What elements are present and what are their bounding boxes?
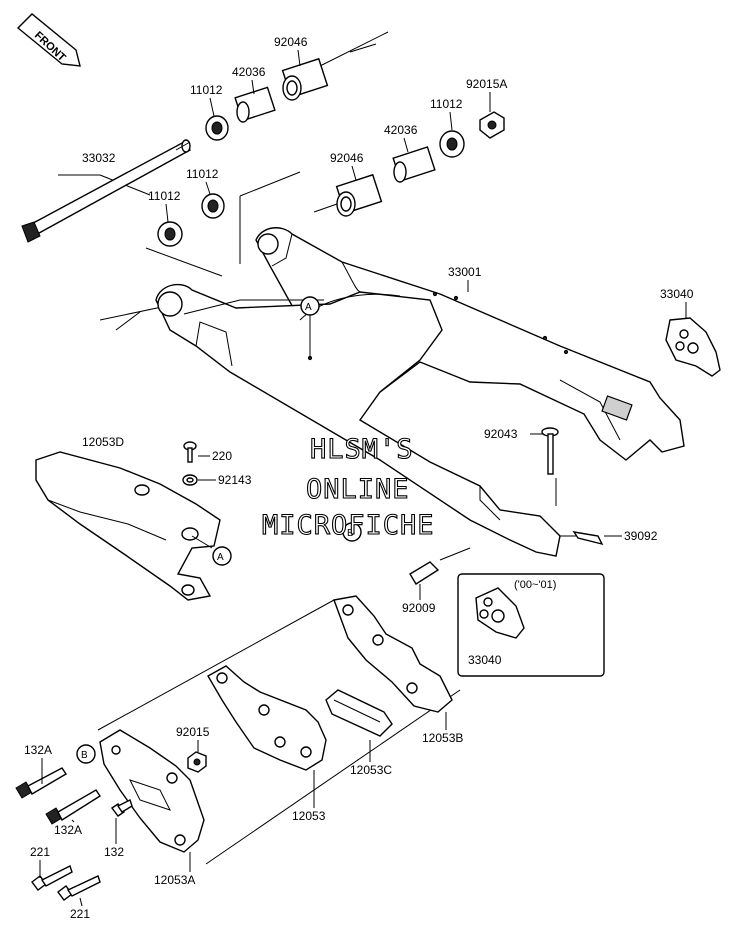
label-42036-b: 42036	[384, 123, 418, 137]
label-12053: 12053	[292, 809, 326, 823]
label-leaders	[39, 49, 687, 907]
variant-note: ('00~'01)	[514, 579, 556, 591]
chain-guide-12053D	[35, 451, 221, 601]
pivot-shaft-33032	[21, 139, 192, 243]
watermark-line-1: HLSM'S	[310, 434, 414, 465]
bolt-132	[110, 799, 133, 817]
label-92009: 92009	[402, 601, 436, 615]
label-11012-c: 11012	[186, 167, 219, 181]
chain-adjuster-33040	[665, 317, 721, 377]
label-12053C: 12053C	[350, 763, 392, 777]
label-92043: 92043	[484, 427, 518, 441]
label-92046-b: 92046	[330, 151, 364, 165]
label-92015: 92015	[176, 725, 210, 739]
inset-adjuster-box	[457, 573, 605, 677]
chain-slider-12053C	[325, 689, 393, 737]
callout-B-lower: B	[76, 744, 96, 764]
label-221-a: 221	[30, 845, 50, 859]
watermark-line-2: ONLINE	[306, 474, 410, 505]
label-39092: 39092	[624, 529, 658, 543]
chain-slider-12053	[207, 665, 327, 771]
watermark-line-3: MICROFICHE	[262, 510, 435, 541]
svg-text:A: A	[305, 302, 312, 313]
label-11012-a: 11012	[190, 83, 223, 97]
label-12053B: 12053B	[422, 731, 463, 745]
nut-92015	[187, 751, 207, 773]
svg-text:B: B	[81, 750, 88, 761]
label-11012-b: 11012	[430, 97, 463, 111]
callout-B-upper: B	[342, 522, 362, 542]
bolt-221-b	[57, 875, 101, 901]
label-132: 132	[104, 845, 124, 859]
swingarm-33001	[155, 227, 685, 557]
label-12053D: 12053D	[82, 435, 124, 449]
part-labels: 92046 42036 11012 92015A 11012 42036 920…	[24, 35, 694, 921]
axle-bolt-92043	[541, 427, 559, 475]
label-132A-b: 132A	[54, 823, 82, 837]
bearings-and-collars	[157, 57, 505, 247]
svg-text:A: A	[217, 552, 224, 563]
label-33032: 33032	[82, 151, 116, 165]
chain-slider-12053B	[333, 595, 453, 713]
callout-A-lower: A	[191, 535, 232, 566]
svg-text:B: B	[347, 528, 354, 539]
label-42036-top: 42036	[232, 65, 266, 79]
bolt-221-a	[31, 865, 73, 891]
label-220: 220	[212, 449, 232, 463]
screw-220	[183, 441, 197, 463]
label-12053A: 12053A	[154, 873, 195, 887]
watermark: HLSM'S ONLINE MICROFICHE	[261, 433, 435, 541]
label-92015A: 92015A	[466, 77, 507, 91]
label-33040-top: 33040	[660, 287, 694, 301]
label-11012-d: 11012	[148, 189, 181, 203]
front-arrow-icon: FRONT	[16, 13, 81, 67]
label-92143: 92143	[218, 473, 252, 487]
label-92046-top: 92046	[274, 35, 308, 49]
stud-92009	[409, 561, 440, 585]
bolt-132A-a	[15, 767, 67, 799]
bolt-132A-b	[45, 789, 101, 825]
chain-guide-plate-12053A	[99, 729, 205, 853]
label-33001: 33001	[448, 265, 482, 279]
callout-A-upper: A	[300, 296, 320, 358]
label-33040-b: 33040	[468, 653, 502, 667]
label-132A-a: 132A	[24, 743, 52, 757]
cotter-pin-39092	[572, 531, 604, 546]
label-221-b: 221	[70, 907, 90, 921]
collar-92143	[182, 474, 198, 486]
